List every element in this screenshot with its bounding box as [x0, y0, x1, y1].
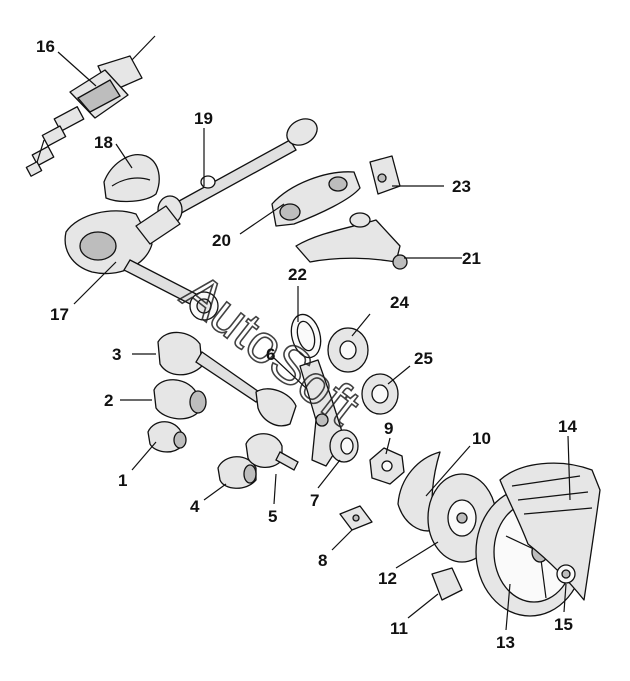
callout-20: 20 [212, 231, 231, 250]
callout-14: 14 [558, 417, 577, 436]
part-16-steering-column[interactable] [25, 35, 156, 177]
callout-13: 13 [496, 633, 515, 652]
callout-19: 19 [194, 109, 213, 128]
part-2-cv-boot[interactable] [153, 379, 207, 420]
callout-24: 24 [390, 293, 409, 312]
callout-22: 22 [288, 265, 307, 284]
callout-8: 8 [318, 551, 327, 570]
leader-lines [57, 51, 571, 631]
callout-4: 4 [190, 497, 200, 516]
part-11-caliper[interactable] [431, 567, 463, 601]
part-15-center-cap[interactable] [556, 564, 576, 584]
callout-1: 1 [118, 471, 127, 490]
callout-23: 23 [452, 177, 471, 196]
callout-5: 5 [268, 507, 277, 526]
callout-labels: 16 18 19 17 20 23 21 22 24 25 6 7 3 2 1 … [36, 37, 577, 652]
callout-11: 11 [390, 619, 408, 638]
part-1-small-boot[interactable] [147, 421, 187, 453]
callout-16: 16 [36, 37, 55, 56]
part-8-bracket[interactable] [339, 505, 373, 531]
part-25-seal[interactable] [361, 373, 399, 415]
callout-3: 3 [112, 345, 121, 364]
callout-21: 21 [462, 249, 481, 268]
callout-2: 2 [104, 391, 113, 410]
part-21-upper-control-arm[interactable] [295, 212, 408, 270]
callout-17: 17 [50, 305, 69, 324]
part-7-wheel-bearing[interactable] [329, 429, 359, 463]
callout-9: 9 [384, 419, 393, 438]
callout-7: 7 [310, 491, 319, 510]
part-24-bearing[interactable] [327, 327, 369, 373]
part-14-tire[interactable] [499, 462, 601, 601]
callout-12: 12 [378, 569, 397, 588]
callout-15: 15 [554, 615, 573, 634]
part-20-subframe[interactable] [271, 171, 361, 227]
part-23-bracket[interactable] [369, 155, 401, 195]
callout-18: 18 [94, 133, 113, 152]
part-5-outer-cv-joint[interactable] [245, 433, 299, 471]
callout-25: 25 [414, 349, 433, 368]
callout-10: 10 [472, 429, 491, 448]
part-22-ring[interactable] [287, 311, 325, 361]
part-18-boot[interactable] [103, 154, 160, 203]
callout-6: 6 [266, 345, 275, 364]
part-9-hub[interactable] [369, 447, 405, 485]
part-17-differential[interactable] [64, 205, 219, 321]
part-3-drive-shaft[interactable] [157, 331, 297, 427]
